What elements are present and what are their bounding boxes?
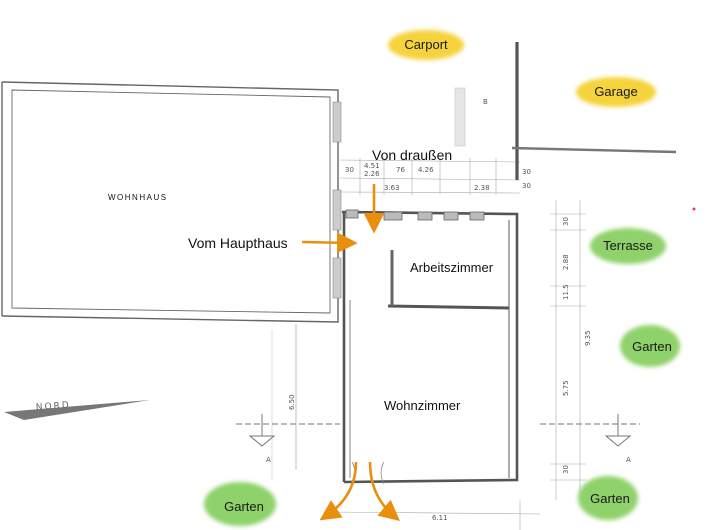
dim-right-3: 11.5 xyxy=(562,284,570,300)
top-dimension-strip xyxy=(339,158,521,195)
entry-arrows xyxy=(301,184,400,521)
section-mark-left xyxy=(236,414,340,447)
label-von-draussen: Von draußen xyxy=(372,147,452,163)
north-arrow: NORD xyxy=(4,400,150,420)
wohnhaus-label: WOHNHAUS xyxy=(108,193,168,202)
tag-terrasse: Terrasse xyxy=(590,228,666,264)
dim-row2-2: 2.38 xyxy=(474,184,490,192)
dim-top-3: 2.26 xyxy=(364,170,380,178)
dim-top-6: 30 xyxy=(522,168,531,176)
dim-right-5: 5.75 xyxy=(562,380,570,396)
section-mark-left-label: A xyxy=(266,456,271,464)
arrow-vom-haupthaus xyxy=(301,232,358,254)
right-dimensions: 30 2.88 11.5 9.35 5.75 30 6.50 xyxy=(288,217,592,474)
dim-right-2: 2.88 xyxy=(562,254,570,270)
section-mark-top: B xyxy=(483,98,488,106)
bottom-dimension-strip xyxy=(329,500,541,530)
garage-walls xyxy=(454,42,677,180)
dim-row2-3: 30 xyxy=(522,182,531,190)
label-vom-haupthaus: Vom Haupthaus xyxy=(188,235,288,251)
label-wohnzimmer: Wohnzimmer xyxy=(384,398,461,413)
wohnhaus-outline xyxy=(1,81,342,480)
dim-top-5: 4.26 xyxy=(418,166,434,174)
tag-garten-left: Garten xyxy=(204,482,276,526)
annex-walls xyxy=(341,209,519,485)
dim-bottom-1: 6.11 xyxy=(432,514,448,522)
arrow-exit-left xyxy=(319,461,358,521)
tag-garten-right-lower: Garten xyxy=(578,476,638,520)
dim-left-1: 6.50 xyxy=(288,394,296,410)
tag-garage-label: Garage xyxy=(594,84,637,99)
dim-row2-1: 3.63 xyxy=(384,184,400,192)
dim-right-4: 9.35 xyxy=(584,330,592,346)
tag-carport-label: Carport xyxy=(404,37,448,52)
tag-garten-right-upper: Garten xyxy=(620,325,680,367)
marker-dot xyxy=(692,207,696,211)
tag-garten-right-lower-label: Garten xyxy=(590,491,630,506)
tag-garten-left-label: Garten xyxy=(224,499,264,514)
label-arbeitszimmer: Arbeitszimmer xyxy=(410,260,494,275)
tag-carport: Carport xyxy=(388,30,464,60)
dim-right-6: 30 xyxy=(562,465,570,474)
arrow-exit-right xyxy=(368,461,400,521)
dim-top-2: 4.51 xyxy=(364,162,380,170)
section-mark-right-label: A xyxy=(626,456,631,464)
dim-top-4: 76 xyxy=(396,166,405,174)
dim-right-1: 30 xyxy=(562,217,570,226)
tag-garage: Garage xyxy=(576,77,656,107)
tag-garten-right-upper-label: Garten xyxy=(632,339,672,354)
dim-top-1: 30 xyxy=(345,166,354,174)
right-dimension-strip xyxy=(550,200,586,500)
north-label: NORD xyxy=(36,401,72,413)
tag-terrasse-label: Terrasse xyxy=(603,238,653,253)
section-mark-right xyxy=(540,414,640,447)
